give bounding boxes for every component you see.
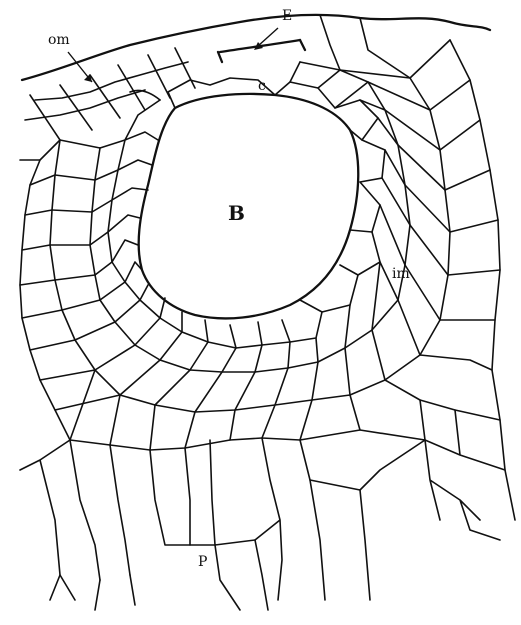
cavity-b-wall [139, 94, 359, 318]
label-om: om [48, 32, 70, 48]
inner-cell-ring [108, 78, 385, 348]
outer-mesophyll-region [20, 48, 195, 440]
label-c: c [258, 78, 266, 94]
label-e: E [282, 8, 292, 24]
label-b: B [228, 201, 245, 225]
label-im: im [392, 266, 410, 282]
lower-cell-region [20, 370, 500, 610]
tissue-cell-walls [20, 15, 515, 610]
label-p: P [198, 554, 207, 570]
